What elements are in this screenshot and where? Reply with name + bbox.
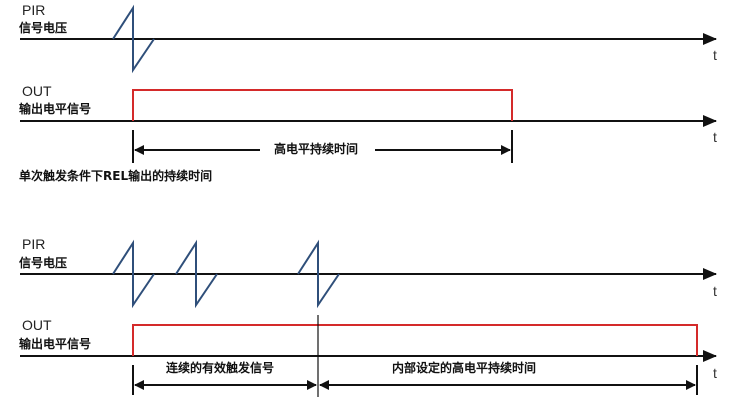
bottom-pir-pulses bbox=[112, 239, 340, 309]
top-pir-cn-label: 信号电压 bbox=[19, 21, 68, 35]
bottom-out-cn-label: 输出电平信号 bbox=[19, 337, 92, 351]
bottom-out-pulse bbox=[132, 324, 698, 356]
pir-pulse-3 bbox=[297, 239, 340, 309]
top-out-label: OUT bbox=[22, 83, 52, 99]
top-out-time-label: t bbox=[713, 129, 717, 145]
bottom-out-label: OUT bbox=[22, 317, 52, 333]
bottom-duration-label-2: 内部设定的高电平持续时间 bbox=[392, 361, 537, 375]
pir-pulse-1 bbox=[112, 239, 155, 309]
bottom-duration-label-1: 连续的有效触发信号 bbox=[166, 361, 275, 375]
bottom-out-time-label: t bbox=[713, 365, 717, 381]
bottom-pir-time-label: t bbox=[713, 283, 717, 299]
top-pir-label: PIR bbox=[22, 2, 46, 18]
bottom-pir-label: PIR bbox=[22, 236, 46, 252]
top-duration-label: 高电平持续时间 bbox=[270, 143, 363, 155]
bottom-pir-cn-label: 信号电压 bbox=[19, 256, 68, 270]
top-pir-time-label: t bbox=[713, 47, 717, 63]
top-out-cn-label: 输出电平信号 bbox=[19, 102, 92, 116]
top-caption: 单次触发条件下REL输出的持续时间 bbox=[19, 169, 213, 183]
pir-pulse-2 bbox=[175, 239, 218, 309]
top-pir-pulse bbox=[112, 4, 155, 74]
top-duration-marker bbox=[132, 130, 513, 163]
bottom-duration-markers bbox=[132, 315, 698, 397]
top-out-pulse bbox=[132, 89, 513, 121]
